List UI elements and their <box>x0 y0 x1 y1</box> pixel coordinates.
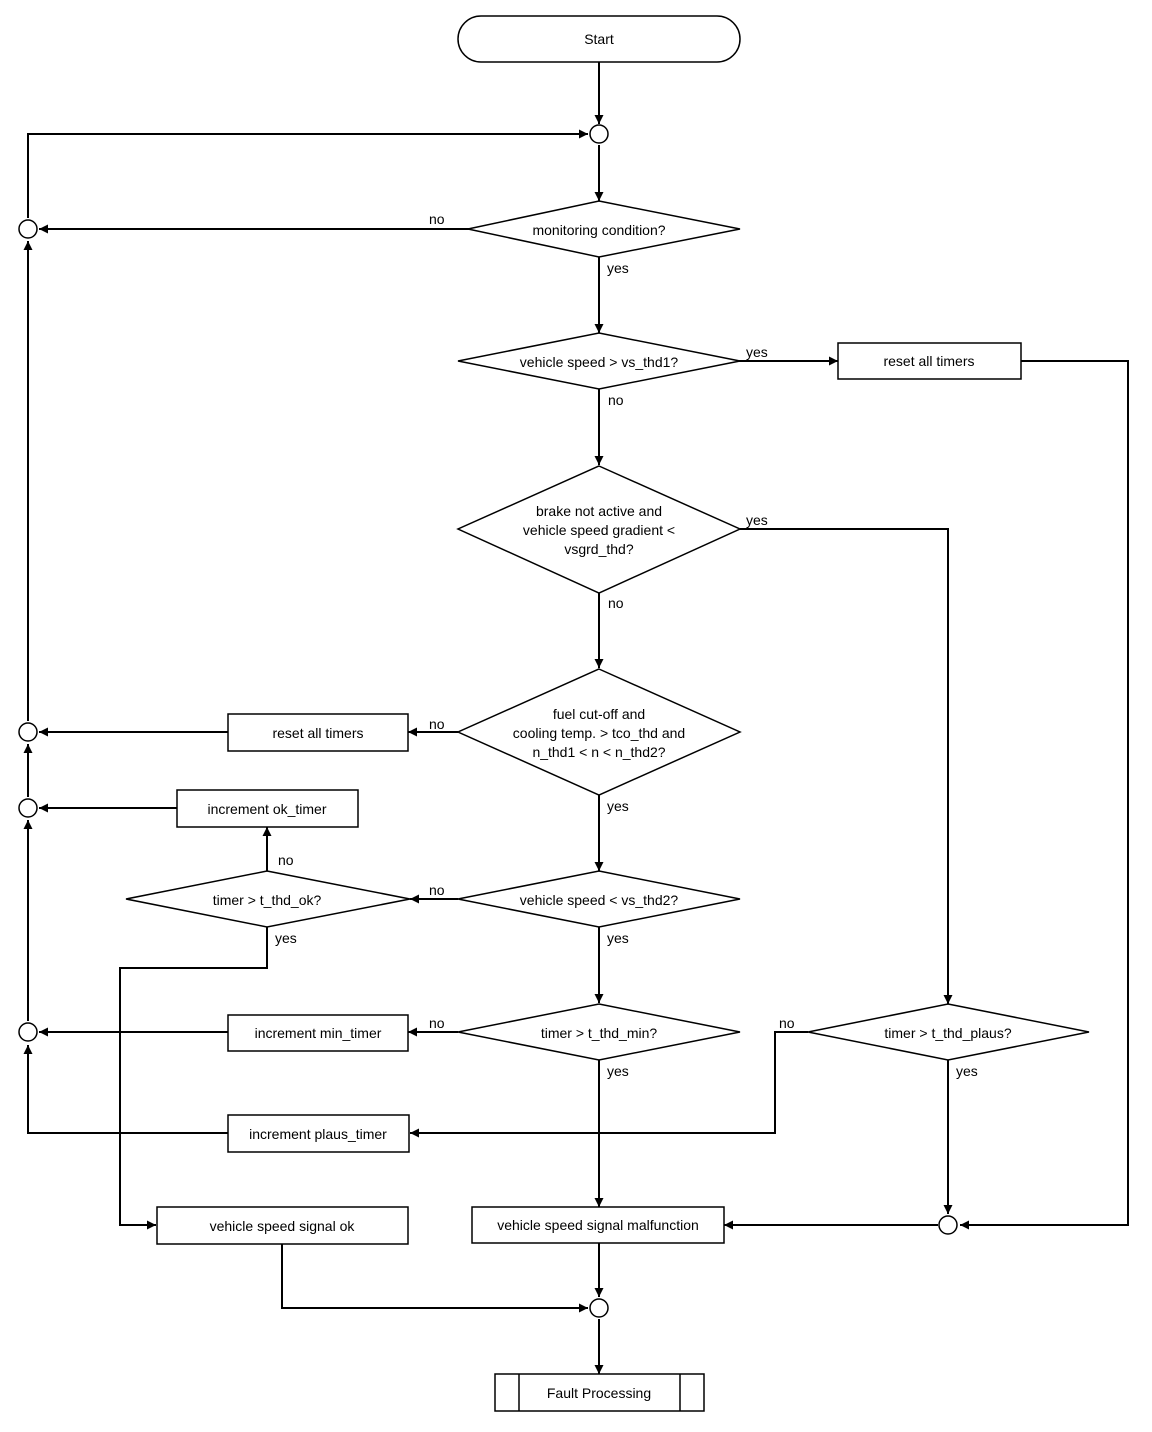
process-reset-left-box <box>227 713 409 752</box>
start-label: Start <box>584 31 614 47</box>
merge-node-bottom <box>589 1298 609 1318</box>
label-timer-min-no: no <box>429 1015 445 1031</box>
decision-fuel-shape <box>456 668 742 796</box>
process-fault-processing-box <box>494 1373 705 1412</box>
merge-node-left-2 <box>18 722 38 742</box>
label-vs1-yes: yes <box>746 344 768 360</box>
decision-vs-thd2-label: vehicle speed < vs_thd2? <box>520 892 679 908</box>
decision-timer-ok-label: timer > t_thd_ok? <box>213 892 322 908</box>
decision-fuel-line-1: fuel cut-off and <box>553 706 645 722</box>
label-vs2-yes: yes <box>607 930 629 946</box>
label-timer-plaus-no: no <box>779 1015 795 1031</box>
decision-vs-thd1-label: vehicle speed > vs_thd1? <box>520 354 679 370</box>
process-fault-processing-label: Fault Processing <box>547 1385 651 1401</box>
decision-timer-ok: timer > t_thd_ok? <box>125 870 411 928</box>
decision-monitoring-shape <box>467 200 741 258</box>
decision-monitoring-label: monitoring condition? <box>532 222 665 238</box>
decision-brake-shape <box>456 465 742 594</box>
decision-brake-line-2: vehicle speed gradient < <box>523 522 675 538</box>
process-inc-min: increment min_timer <box>227 1014 409 1052</box>
merge-nodes <box>18 124 958 1318</box>
decision-timer-plaus: timer > t_thd_plaus? <box>807 1003 1090 1061</box>
process-signal-malfunction-box <box>471 1206 725 1244</box>
decision-timer-ok-shape <box>125 870 411 928</box>
process-inc-ok-box <box>176 789 359 828</box>
edge-timer-plaus-no <box>410 1031 808 1138</box>
merge-node-left-4 <box>18 1022 38 1042</box>
process-inc-plaus-label: increment plaus_timer <box>249 1126 387 1142</box>
edge-timer-ok-yes <box>119 927 268 1230</box>
decision-brake-line-1: brake not active and <box>536 503 662 519</box>
process-signal-ok: vehicle speed signal ok <box>156 1206 409 1245</box>
start-node: Start <box>457 15 741 63</box>
decision-fuel: fuel cut-off and cooling temp. > tco_thd… <box>456 668 742 796</box>
process-inc-min-label: increment min_timer <box>255 1025 382 1041</box>
process-reset-left-label: reset all timers <box>272 725 363 741</box>
start-terminator <box>457 15 741 63</box>
process-signal-malfunction-label: vehicle speed signal malfunction <box>497 1217 699 1233</box>
process-reset-left: reset all timers <box>227 713 409 752</box>
label-brake-no: no <box>608 595 624 611</box>
decision-vs-thd2: vehicle speed < vs_thd2? <box>457 870 741 928</box>
label-timer-plaus-yes: yes <box>956 1063 978 1079</box>
edge-reset-right-to-merge <box>960 360 1129 1230</box>
label-timer-ok-yes: yes <box>275 930 297 946</box>
process-inc-ok-label: increment ok_timer <box>207 801 326 817</box>
label-monitoring-yes: yes <box>607 260 629 276</box>
process-inc-plaus-box <box>227 1114 410 1153</box>
process-inc-plaus: increment plaus_timer <box>227 1114 410 1153</box>
label-vs1-no: no <box>608 392 624 408</box>
decision-vs-thd1-shape <box>457 332 741 390</box>
decision-brake: brake not active and vehicle speed gradi… <box>456 465 742 594</box>
decision-timer-min-shape <box>457 1003 741 1061</box>
label-vs2-no: no <box>429 882 445 898</box>
branch-labels: no yes yes no yes no no yes no yes no ye… <box>275 211 978 1079</box>
label-brake-yes: yes <box>746 512 768 528</box>
edge-spine-to-top-merge <box>27 129 588 218</box>
decision-brake-line-3: vsgrd_thd? <box>564 541 633 557</box>
label-timer-ok-no: no <box>278 852 294 868</box>
process-reset-right-box <box>837 342 1022 380</box>
process-signal-ok-box <box>156 1206 409 1245</box>
process-inc-min-box <box>227 1014 409 1052</box>
connectors <box>23 62 1129 1374</box>
decision-monitoring: monitoring condition? <box>467 200 741 258</box>
decision-vs-thd2-shape <box>457 870 741 928</box>
process-signal-malfunction: vehicle speed signal malfunction <box>471 1206 725 1244</box>
merge-node-left-1 <box>18 219 38 239</box>
process-reset-right-label: reset all timers <box>883 353 974 369</box>
label-fuel-yes: yes <box>607 798 629 814</box>
process-fault-processing: Fault Processing <box>494 1373 705 1412</box>
merge-node-left-3 <box>18 798 38 818</box>
decision-fuel-line-2: cooling temp. > tco_thd and <box>513 725 685 741</box>
decision-fuel-line-3: n_thd1 < n < n_thd2? <box>532 744 665 760</box>
decision-timer-min-label: timer > t_thd_min? <box>541 1025 658 1041</box>
decision-timer-min: timer > t_thd_min? <box>457 1003 741 1061</box>
edge-brake-yes <box>740 528 953 1004</box>
process-signal-ok-label: vehicle speed signal ok <box>210 1218 356 1234</box>
label-monitoring-no: no <box>429 211 445 227</box>
edge-signal-ok-to-merge <box>281 1244 588 1313</box>
decision-vs-thd1: vehicle speed > vs_thd1? <box>457 332 741 390</box>
process-inc-ok: increment ok_timer <box>176 789 359 828</box>
label-timer-min-yes: yes <box>607 1063 629 1079</box>
merge-node-top <box>589 124 609 144</box>
label-fuel-no: no <box>429 716 445 732</box>
process-reset-right: reset all timers <box>837 342 1022 380</box>
merge-node-right <box>938 1215 958 1235</box>
decision-timer-plaus-shape <box>807 1003 1090 1061</box>
edge-inc-plaus-to-merge <box>23 1045 228 1134</box>
decision-timer-plaus-label: timer > t_thd_plaus? <box>884 1025 1011 1041</box>
